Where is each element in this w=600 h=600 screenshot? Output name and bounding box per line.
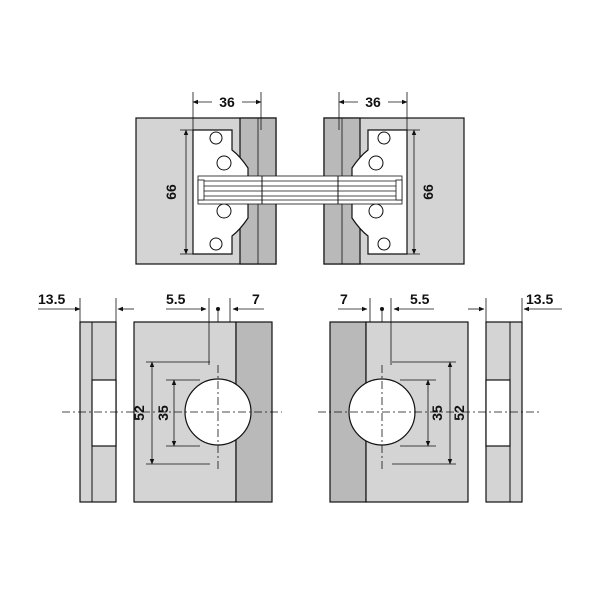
- left-outer-span-label: 52: [131, 405, 147, 421]
- right-cup-offset-label: 5.5: [410, 291, 430, 307]
- left-cup-recess-section: [91, 379, 117, 447]
- left-detail-view: 13.5 5.5 7 52 35: [38, 291, 282, 503]
- screw-icon: [216, 203, 232, 219]
- top-left-height-label: 66: [163, 184, 179, 200]
- left-edge-distance-label: 13.5: [38, 291, 65, 307]
- top-left-width-label: 36: [219, 94, 235, 110]
- right-cup-span-label: 35: [429, 405, 445, 421]
- screw-icon: [377, 131, 391, 145]
- screw-icon: [209, 131, 223, 145]
- top-right-height-label: 66: [420, 184, 436, 200]
- hinge-arm-link: [197, 175, 403, 205]
- screw-icon: [377, 237, 391, 251]
- right-detail-view: 7 5.5 13.5 35 52: [318, 291, 562, 503]
- right-outer-span-label: 52: [451, 405, 467, 421]
- left-cup-offset-label: 5.5: [166, 291, 186, 307]
- screw-icon: [368, 203, 384, 219]
- right-edge-gap-label: 7: [340, 291, 348, 307]
- left-cup-span-label: 35: [155, 405, 171, 421]
- right-cup-recess-section: [485, 379, 511, 447]
- screw-icon: [209, 237, 223, 251]
- screw-icon: [216, 155, 232, 171]
- right-edge-distance-label: 13.5: [526, 291, 553, 307]
- left-edge-gap-label: 7: [252, 291, 260, 307]
- screw-icon: [368, 155, 384, 171]
- top-right-width-label: 36: [365, 94, 381, 110]
- top-view: 36 36 66 66: [135, 92, 465, 265]
